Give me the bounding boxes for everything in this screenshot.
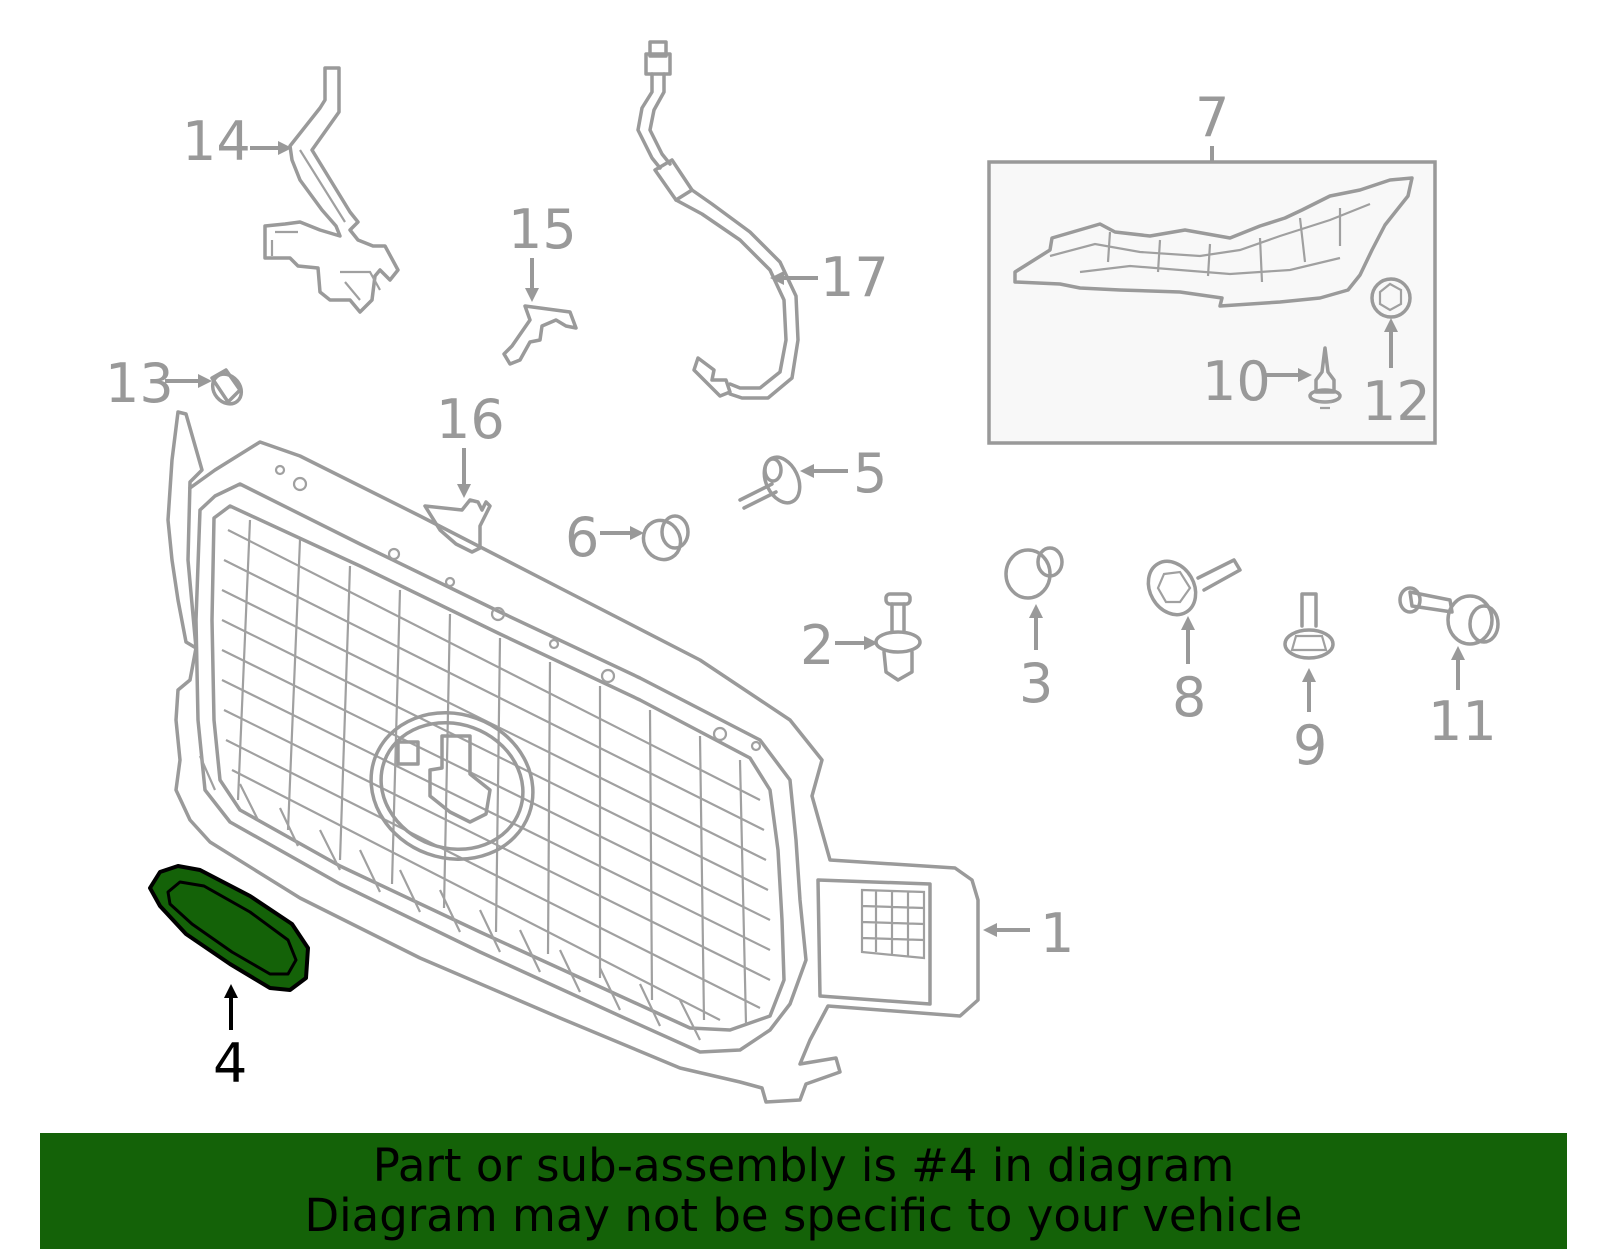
callout-17[interactable]: 17 bbox=[820, 246, 889, 309]
callout-2[interactable]: 2 bbox=[800, 614, 834, 677]
part-13-plug[interactable] bbox=[207, 368, 247, 409]
part-2-pushpin[interactable] bbox=[874, 592, 922, 682]
banner-line-part: Part or sub-assembly is #4 in diagram bbox=[372, 1139, 1235, 1192]
callout-15[interactable]: 15 bbox=[508, 198, 577, 261]
callout-11[interactable]: 11 bbox=[1428, 690, 1497, 753]
part-3-nut[interactable] bbox=[1004, 546, 1064, 600]
part-15-clip[interactable] bbox=[502, 304, 578, 366]
part-10-pin[interactable] bbox=[1308, 346, 1342, 410]
callout-10[interactable]: 10 bbox=[1202, 350, 1271, 413]
callout-8[interactable]: 8 bbox=[1172, 666, 1206, 729]
callout-4[interactable]: 4 bbox=[213, 1032, 247, 1095]
part-17-harness[interactable] bbox=[636, 40, 800, 400]
callout-7[interactable]: 7 bbox=[1195, 86, 1229, 149]
banner-line-disclaimer: Diagram may not be specific to your vehi… bbox=[304, 1189, 1303, 1242]
part-14-bracket[interactable] bbox=[263, 66, 400, 314]
callout-13[interactable]: 13 bbox=[105, 352, 174, 415]
callout-12[interactable]: 12 bbox=[1362, 370, 1431, 433]
callout-6[interactable]: 6 bbox=[565, 506, 599, 569]
callout-14[interactable]: 14 bbox=[182, 110, 251, 173]
callout-1[interactable]: 1 bbox=[1040, 902, 1074, 965]
callout-16[interactable]: 16 bbox=[436, 388, 505, 451]
info-banner: Part or sub-assembly is #4 in diagram Di… bbox=[40, 1133, 1567, 1249]
part-6-nut[interactable] bbox=[636, 514, 690, 567]
callout-9[interactable]: 9 bbox=[1293, 714, 1327, 777]
part-12-nut[interactable] bbox=[1370, 277, 1412, 319]
part-9-bolt[interactable] bbox=[1283, 592, 1335, 660]
part-5-bolt[interactable] bbox=[738, 451, 807, 510]
part-4-ring[interactable] bbox=[148, 864, 310, 992]
part-16-clip[interactable] bbox=[423, 498, 492, 554]
part-8-bolt[interactable] bbox=[1139, 553, 1242, 623]
part-1-grille[interactable] bbox=[166, 410, 980, 1104]
callout-5[interactable]: 5 bbox=[853, 442, 887, 505]
part-7-bracket[interactable] bbox=[1013, 176, 1414, 308]
callout-3[interactable]: 3 bbox=[1019, 652, 1053, 715]
part-11-bolt[interactable] bbox=[1398, 586, 1500, 646]
